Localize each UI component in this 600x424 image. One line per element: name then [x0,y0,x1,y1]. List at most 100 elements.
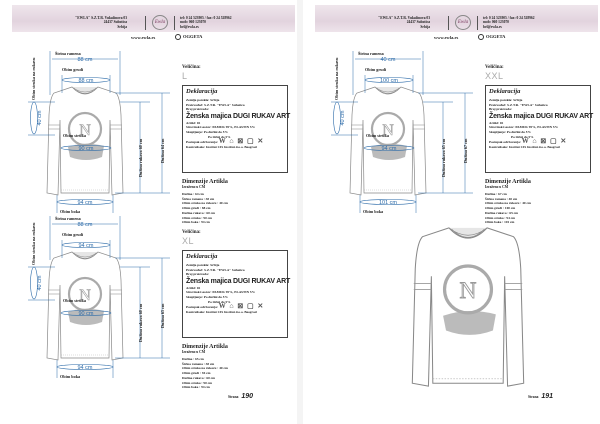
page-gutter [297,0,303,424]
chest-value: 100 cm [380,78,398,84]
dimension-line: Dužina : 64 cm [182,192,204,196]
declaration-maker: Proizvođač: S.Z.T.R. "EWLA" Subotica [186,267,245,272]
shoulder-width-label: Širina ramena [55,51,82,56]
divider [477,16,478,30]
contact-line: mob: 060 123070 [483,20,509,25]
website-link[interactable]: www.ewla.rs [131,35,156,40]
hip-label: Obim boka [60,374,81,379]
declaration-product: Ženska majica DUGI RUKAV ART [186,277,291,285]
page-header: "EWLA" S.Z.T.R. Vukašinova 03 24437 Subo… [12,5,295,32]
chest-label: Obim grudi [62,67,84,72]
declaration-shrink-length: Skupljanje: Po dužini do 5% [186,294,228,299]
dimensions-unit: Izraženo u CM [485,185,509,189]
sleeve-length-label: Dužina rukava 60 cm [138,303,143,342]
declaration-composition: Sirovinski sastav: PAMUK 95%, ELASTIN 5% [186,125,256,130]
brand-label: OGGETA [175,34,202,40]
dimension-line: Obim struka na rukavu : 40 cm [182,201,228,206]
dimension-line: Širina ramena : 38 cm [182,361,215,366]
contact-line: bel@ewla.rs [483,24,502,29]
page-label: Strana [528,395,539,399]
declaration-product-no: Broj proizvoda: [489,107,512,112]
dimensions-unit: Izraženo u CM [182,350,206,354]
sleeve-girth-value: 40 cm [37,110,43,125]
size-heading: Veličina: [182,230,201,235]
svg-text:N: N [79,287,91,304]
sleeve-length-label: Dužina rukava 65 cm [441,138,446,177]
address-line: 24437 Subotica [406,20,430,25]
contact-line: tel: 0 24 523905 / fax: 0 24 528962 [180,16,232,20]
sleeve-girth-label: Obim struka na rukavu [31,57,36,100]
brand-icon [478,34,484,40]
declaration-composition: Sirovinski sastav: PAMUK 95%, ELASTIN 5% [489,125,559,130]
declaration-title: Deklaracija [186,88,218,95]
dimensions-title: Dimenzije Artikla [485,179,531,185]
declaration-composition: Sirovinski sastav: PAMUK 95%, ELASTIN 5% [186,290,256,295]
contact-line: bel@ewla.rs [180,24,199,29]
sleeve-girth-value: 40 cm [37,275,43,290]
declaration-article: Artikl: 02 [489,120,504,125]
sleeve-ellipse [30,266,38,300]
dimensions-unit: Izraženo u CM [182,185,206,189]
dimension-line: Obim boka : 94 cm [182,385,210,390]
size-value: XL [182,236,195,246]
dimension-line: Dužina : 67 cm [485,192,507,196]
declaration-title: Deklaracija [186,253,218,260]
waist-ellipse [363,145,415,151]
dimensions-section: Dimenzije Artikla Izraženo u CM Dužina :… [182,344,290,390]
declaration-box: Deklaracija Zemlja porekla: Srbija Proiz… [182,85,290,173]
ewla-logo: Ewla [152,15,168,30]
page-number-value: 190 [241,393,254,400]
dimension-line: Dužina rukava : 60 cm [182,210,215,215]
ewla-logo: Ewla [455,15,471,30]
declaration-origin: Zemlja porekla: Srbija [489,98,523,102]
address-line: Srbija [420,24,430,29]
care-symbols-icon: W ⌂ ⊠ ▢ ✕ [218,302,265,311]
size-heading: Veličina: [182,65,201,70]
brand-label: OGGETA [478,34,505,40]
address-line: 24437 Subotica [103,20,127,25]
dimensions-title: Dimenzije Artikla [182,179,228,185]
product-info: Veličina: XXL Deklaracija Zemlja porekla… [485,65,593,225]
dimension-line: Obim grudi : 88 cm [182,206,211,211]
shoulder-width-value: 40 cm [381,57,396,63]
declaration-article: Artikl: 02 [186,285,201,290]
declaration-maker: Proizvođač: S.Z.T.R. "EWLA" Subotica [186,102,245,107]
size-value: L [182,71,188,81]
company-address: "EWLA" S.Z.T.R. Vukašinova 03 24437 Subo… [75,16,127,29]
declaration-article: Artikl: 02 [186,120,201,125]
length-label: Dužina 65 cm [160,303,165,328]
declaration-shrink-length: Skupljanje: Po dužini do 5% [489,129,531,134]
dimension-line: Obim struka : 90 cm [182,215,212,220]
hip-label: Obim boka [363,209,384,214]
dimensions-title: Dimenzije Artikla [182,344,228,350]
chest-value: 88 cm [79,78,94,84]
declaration-shrink-length: Skupljanje: Po dužini do 5% [186,129,228,134]
shoulder-width-value: 88 cm [78,222,93,228]
dimension-line: Dužina rukava : 65 cm [485,210,518,215]
sleeve-length-label: Dužina rukava 60 cm [138,138,143,177]
svg-text:N: N [79,122,91,139]
size-value: XXL [485,71,504,81]
waist-label: Obim struka [63,133,87,138]
website-link[interactable]: www.ewla.rs [434,35,459,40]
dimensions-section: Dimenzije Artikla Izraženo u CM Dužina :… [485,179,593,225]
declaration-origin: Zemlja porekla: Srbija [186,263,220,267]
declaration-product-no: Broj proizvoda: [186,272,209,277]
page-header: "EWLA" S.Z.T.R. Vukašinova 03 24437 Subo… [315,5,598,32]
shirt-illustration: N [411,227,525,387]
waist-value: 90 cm [79,311,94,317]
chest-ellipse [61,242,111,248]
waist-value: 94 cm [382,146,397,152]
dimension-line: Obim boka : 101 cm [485,220,515,225]
svg-text:N: N [382,122,394,139]
dimension-line: Obim struka : 94 cm [485,215,515,220]
divider [174,16,175,30]
declaration-box: Deklaracija Zemlja porekla: Srbija Proiz… [182,250,291,338]
company-contacts: tel: 0 24 523905 / fax: 0 24 528962 mob:… [180,16,232,29]
shirt-drawing: N [46,86,124,196]
declaration-origin: Zemlja porekla: Srbija [186,98,220,102]
